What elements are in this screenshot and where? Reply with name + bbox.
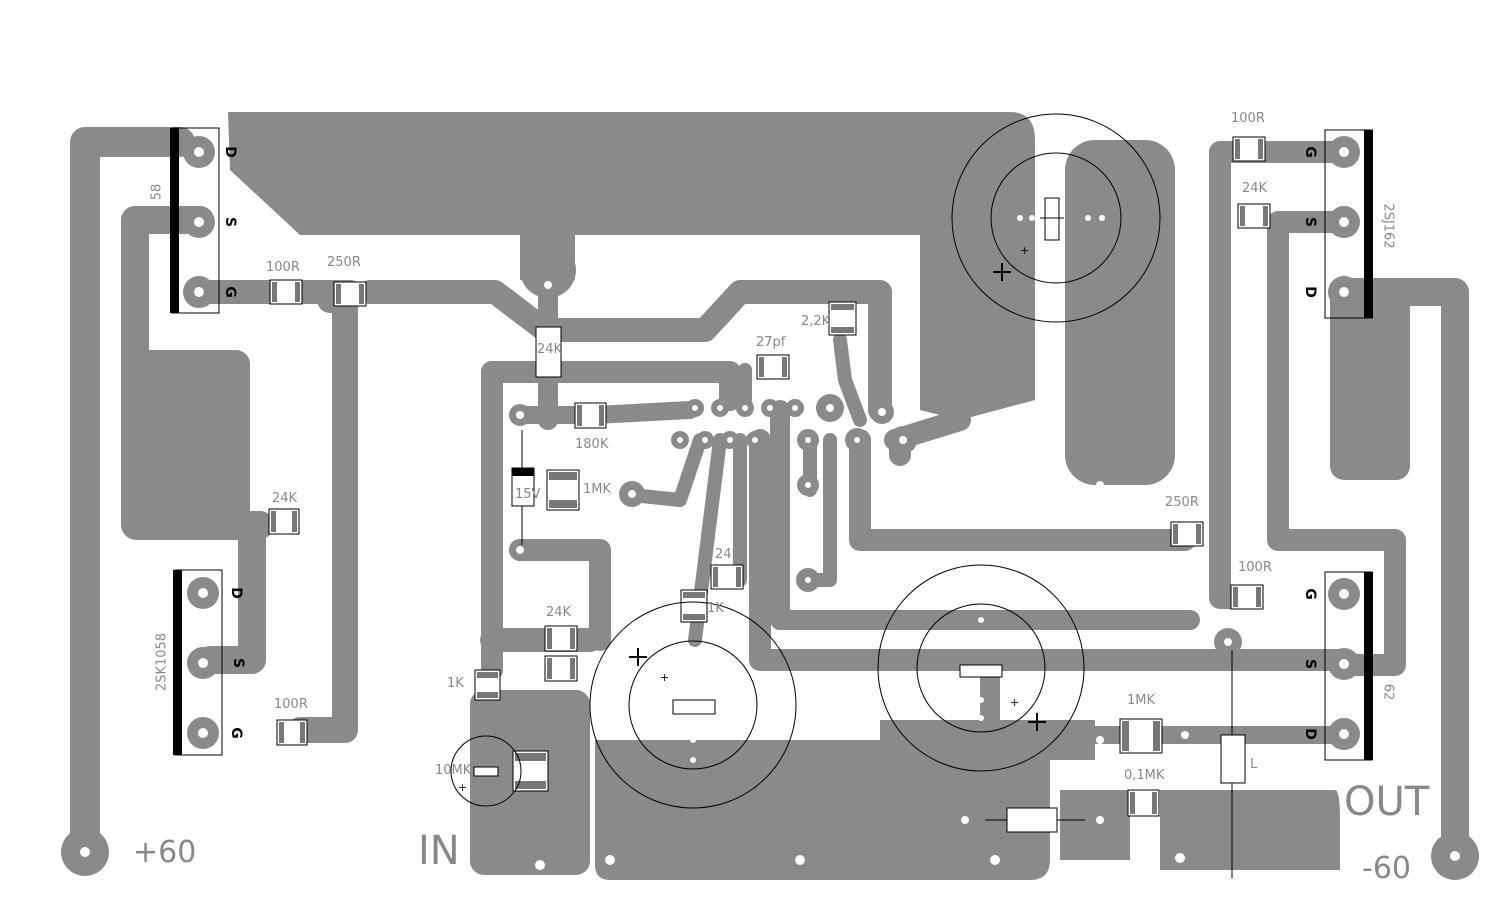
q1-pin-s: S <box>222 217 238 227</box>
resistor-24k-q3 <box>1237 203 1271 229</box>
q1-pin-d: D <box>222 146 238 158</box>
label-in: IN <box>418 828 460 874</box>
resistor-1mk-center <box>546 469 580 511</box>
axial-resistor <box>985 807 1085 833</box>
cap-top-right: + <box>951 113 1161 323</box>
resistor-100r-q1 <box>269 279 303 305</box>
q3-pin-g: G <box>1302 146 1318 158</box>
label-01mk: 0,1MK <box>1124 768 1165 783</box>
q1-part-label: 58 <box>150 184 165 201</box>
label-plus-60: +60 <box>133 835 196 870</box>
label-27pf-top: 27pf <box>756 335 786 350</box>
cap-left-center: + <box>589 601 797 809</box>
cap-right-center: + <box>877 564 1085 772</box>
label-100r-q3: 100R <box>1231 111 1265 126</box>
label-15v: 15V <box>515 487 541 502</box>
zener-diode <box>511 430 535 545</box>
label-24k-left: 24K <box>272 491 298 506</box>
q4-part-label: 62 <box>1381 684 1396 701</box>
label-180k: 180K <box>575 437 609 452</box>
label-1mk-out: 1MK <box>1127 693 1155 708</box>
transistor-q1: D S G 58 <box>150 127 238 314</box>
label-2-2k: 2,2K <box>801 314 831 329</box>
capacitor-27pf-lower <box>544 655 578 682</box>
resistor-24k-left <box>268 508 300 535</box>
q4-pin-s: S <box>1302 659 1318 669</box>
label-10mk: 10MK <box>435 763 472 778</box>
q1-pin-g: G <box>222 286 238 298</box>
label-minus-60: -60 <box>1362 851 1411 886</box>
polarity-mark: + <box>1020 244 1029 257</box>
transistor-q2: D S G 2SK1058 <box>155 569 246 756</box>
label-24k-lower: 24K <box>546 605 572 620</box>
label-250r-left: 250R <box>327 255 361 270</box>
label-1k-in: 1K <box>447 676 464 691</box>
q3-pin-d: D <box>1302 286 1318 298</box>
transistor-q4: G S D 62 <box>1302 571 1396 761</box>
resistor-250r-right <box>1170 521 1204 547</box>
pad-holes <box>80 281 1460 879</box>
resistor-250r-left <box>333 281 367 307</box>
resistor-24k-lower <box>544 625 578 652</box>
q2-pin-s: S <box>230 658 246 668</box>
cap-10mk: + <box>450 735 522 807</box>
q4-pin-d: D <box>1302 728 1318 740</box>
label-1k-mid: 1K <box>707 601 724 616</box>
transistor-q3: G S D 2SJ162 <box>1302 129 1396 319</box>
resistor-180k <box>574 402 607 429</box>
polarity-mark: + <box>660 671 669 684</box>
label-1mk-in: 1MK <box>551 763 579 778</box>
q3-part-label: 2SJ162 <box>1381 203 1396 248</box>
label-out: OUT <box>1344 779 1430 825</box>
pads <box>509 394 1242 656</box>
label-24k-mid: 24K <box>715 547 741 562</box>
resistor-2-2k <box>828 301 857 336</box>
polarity-mark: + <box>458 781 467 794</box>
label-24k-top: 24K <box>537 342 563 357</box>
resistor-24k-mid <box>710 564 744 590</box>
resistors <box>268 136 1271 833</box>
q2-pin-g: G <box>228 727 244 739</box>
resistor-100r-q3 <box>1232 136 1266 162</box>
label-100r-q4: 100R <box>1238 560 1272 575</box>
q4-pin-g: G <box>1302 588 1318 600</box>
resistor-1k-mid <box>680 589 708 623</box>
polarity-mark: + <box>1010 696 1019 709</box>
label-24k-q3: 24K <box>1242 181 1268 196</box>
label-250r-right: 250R <box>1165 495 1199 510</box>
resistor-1k-in <box>474 669 501 701</box>
label-100r-q2: 100R <box>274 697 308 712</box>
label-inductor: L <box>1250 757 1258 772</box>
resistor-1mk-out <box>1119 718 1163 754</box>
resistor-100r-q2 <box>276 719 308 746</box>
resistor-27pf-top <box>756 354 790 380</box>
resistor-1mk-in <box>512 750 549 792</box>
q2-part-label: 2SK1058 <box>155 633 170 691</box>
q2-pin-d: D <box>228 587 244 599</box>
label-27pf-lower: 27pf <box>549 689 579 704</box>
component-labels: 100R 250R 24K 180K 1MK 15V 24K 100R 27pf… <box>266 111 1272 783</box>
resistor-01mk <box>1127 789 1160 817</box>
resistor-24k-top <box>535 326 562 378</box>
q3-pin-s: S <box>1302 217 1318 227</box>
connector-labels: +60 -60 IN OUT <box>133 779 1430 886</box>
label-100r-q1: 100R <box>266 260 300 275</box>
label-1mk-center: 1MK <box>583 482 611 497</box>
inductor <box>1220 650 1246 878</box>
resistor-100r-q4 <box>1230 584 1264 610</box>
